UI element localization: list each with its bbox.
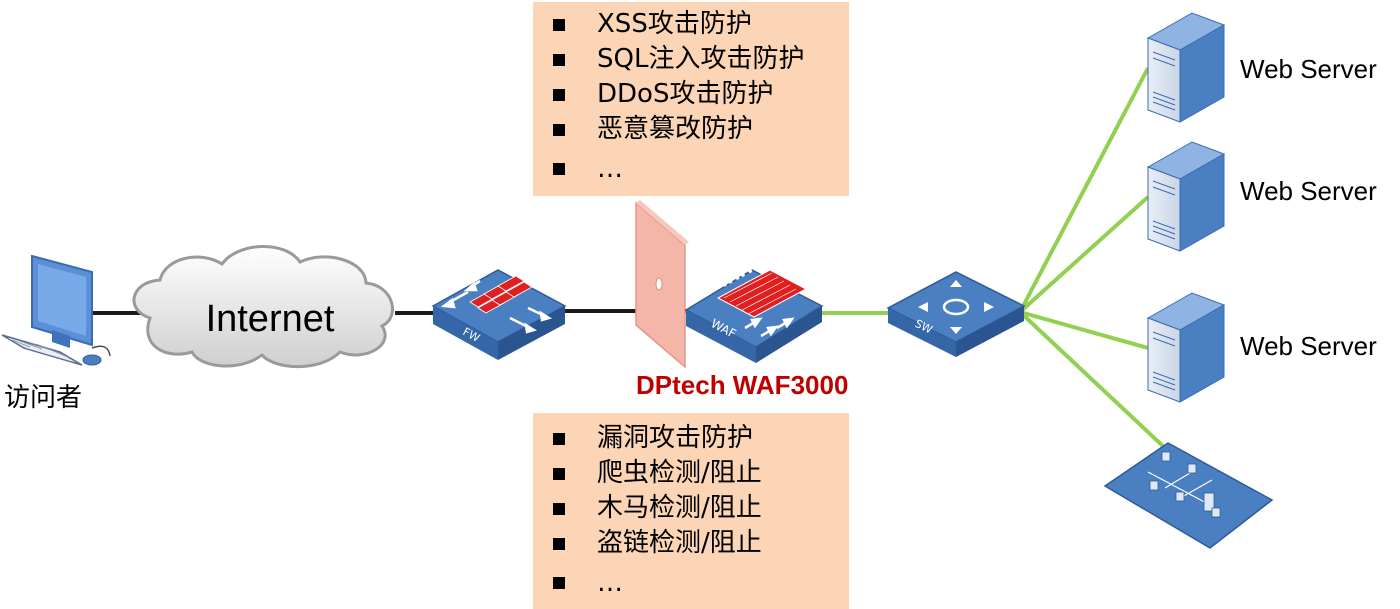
square-bullet-icon <box>553 433 565 445</box>
web-server-label: Web Server <box>1240 331 1377 361</box>
internet-cloud-icon <box>132 245 394 369</box>
list-item: DDoS攻击防护 <box>551 77 849 112</box>
list-item: … <box>551 147 849 191</box>
waf-product-label: DPtech WAF3000 <box>636 370 848 400</box>
web-server-label: Web Server <box>1240 176 1377 206</box>
list-item-label: SQL注入攻击防护 <box>597 44 805 74</box>
list-item: SQL注入攻击防护 <box>551 42 849 77</box>
list-item-label: 恶意篡改防护 <box>597 114 754 144</box>
internet-label: Internet <box>206 298 335 340</box>
link-switch-lan <box>1018 310 1167 450</box>
square-bullet-icon <box>553 54 565 66</box>
list-item: 爬虫检测/阻止 <box>551 456 849 491</box>
lan-network-icon <box>1103 442 1274 549</box>
switch-icon <box>886 271 1026 357</box>
square-bullet-icon <box>553 19 565 31</box>
list-item: 盗链检测/阻止 <box>551 526 849 561</box>
list-item: XSS攻击防护 <box>551 7 849 42</box>
square-bullet-icon <box>553 124 565 136</box>
list-item-label: 爬虫检测/阻止 <box>597 458 762 488</box>
list-item-label: 盗链检测/阻止 <box>597 528 762 558</box>
list-item: 漏洞攻击防护 <box>551 421 849 456</box>
square-bullet-icon <box>553 538 565 550</box>
web-server-label: Web Server <box>1240 54 1377 84</box>
green-links <box>815 67 1167 450</box>
list-item-label: … <box>597 568 623 598</box>
waf-icon <box>684 269 824 363</box>
list-item-label: XSS攻击防护 <box>597 9 752 39</box>
list-item: 恶意篡改防护 <box>551 112 849 147</box>
square-bullet-icon <box>553 89 565 101</box>
web-server-icon <box>1146 12 1226 123</box>
visitor-label: 访问者 <box>4 383 82 413</box>
link-switch-server2 <box>1018 195 1150 314</box>
bottom-protection-list: 漏洞攻击防护 爬虫检测/阻止 木马检测/阻止 盗链检测/阻止 … <box>533 413 849 609</box>
square-bullet-icon <box>553 468 565 480</box>
top-protection-list: XSS攻击防护 SQL注入攻击防护 DDoS攻击防护 恶意篡改防护 … <box>533 2 849 196</box>
web-server-icon <box>1146 292 1226 403</box>
list-item: 木马检测/阻止 <box>551 491 849 526</box>
link-switch-server3 <box>1019 310 1149 350</box>
list-item-label: 木马检测/阻止 <box>597 493 762 523</box>
square-bullet-icon <box>553 163 565 175</box>
filter-panel-icon <box>635 200 689 369</box>
firewall-icon <box>431 269 567 360</box>
list-item-label: … <box>597 154 623 184</box>
list-item: … <box>551 561 849 605</box>
visitor-computer-icon <box>1 254 111 366</box>
list-item-label: DDoS攻击防护 <box>597 79 774 109</box>
square-bullet-icon <box>553 503 565 515</box>
square-bullet-icon <box>553 577 565 589</box>
web-server-icon <box>1146 141 1226 252</box>
list-item-label: 漏洞攻击防护 <box>597 423 754 453</box>
link-switch-server1 <box>1018 67 1150 313</box>
